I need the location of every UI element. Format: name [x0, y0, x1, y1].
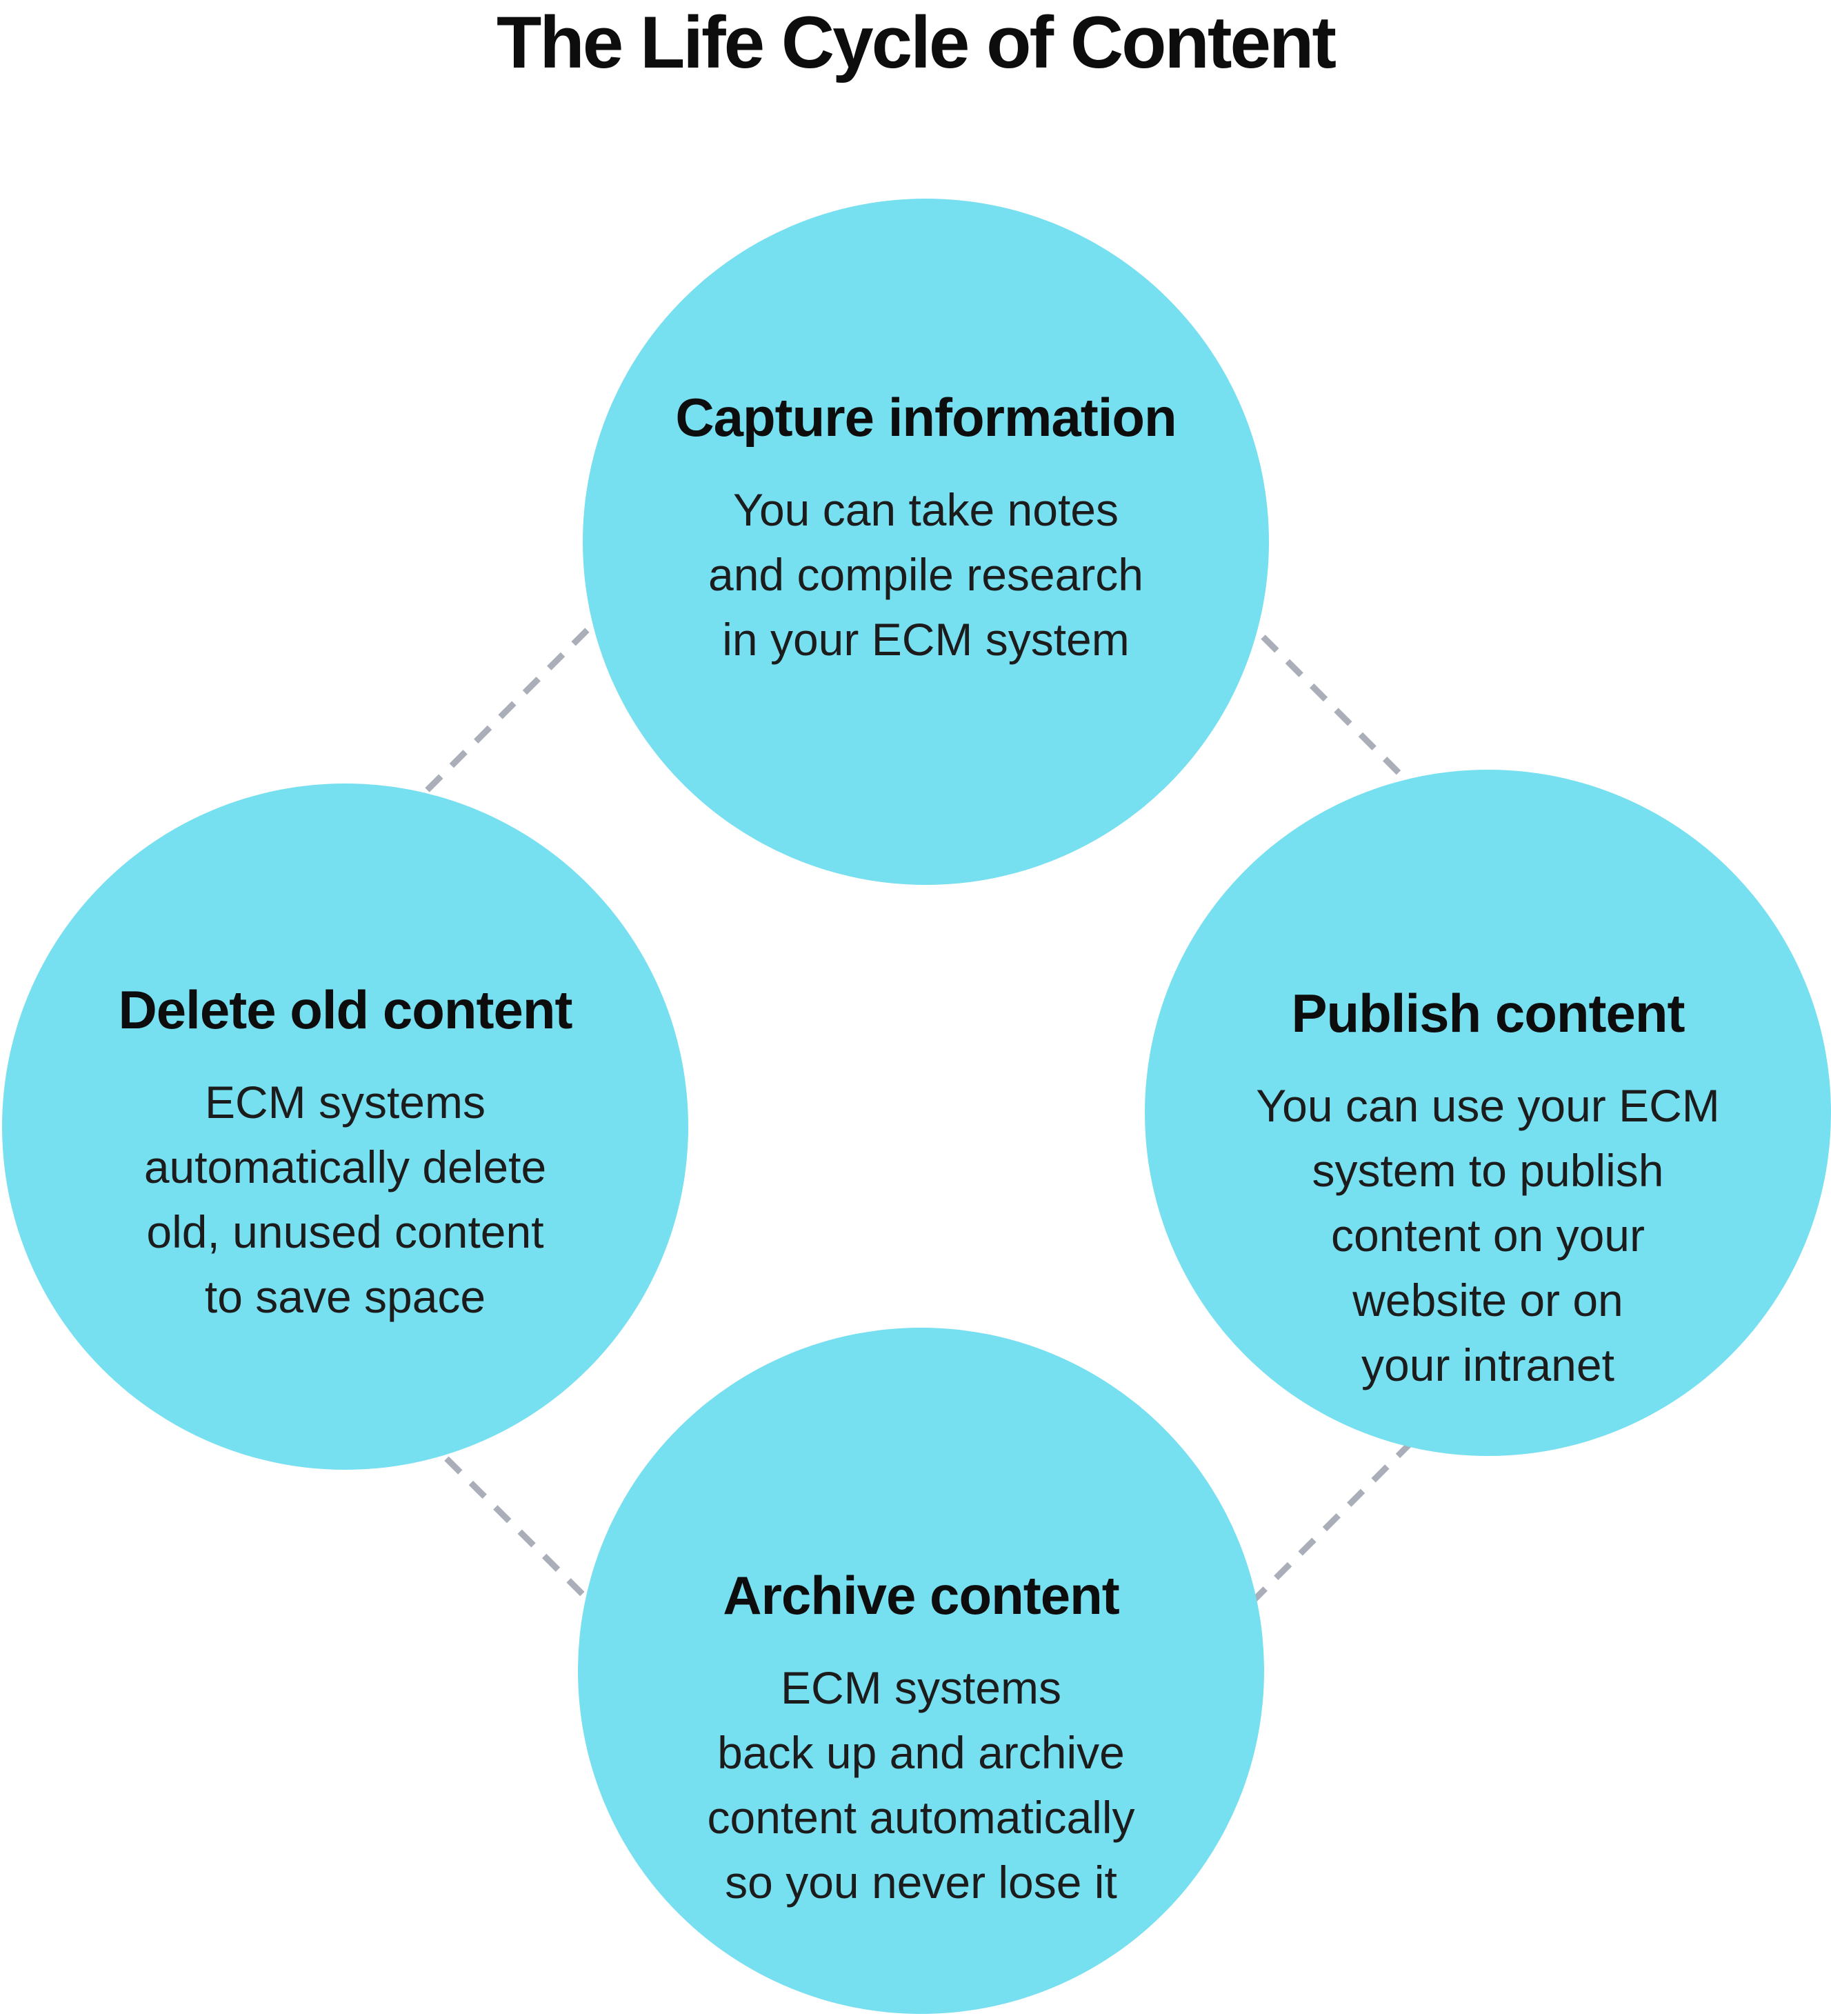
description-line: You can use your ECM: [1256, 1080, 1720, 1132]
description-line: and compile research: [708, 549, 1143, 601]
description-line: back up and archive: [717, 1727, 1125, 1779]
description-line: website or on: [1352, 1275, 1623, 1326]
description-line: your intranet: [1361, 1339, 1614, 1391]
node-text-block: Publish content You can use your ECM sys…: [1256, 983, 1720, 1398]
node-text-block: Archive content ECM systems back up and …: [707, 1565, 1134, 1915]
node-description: You can use your ECM system to publish c…: [1256, 1073, 1720, 1397]
description-line: in your ECM system: [722, 614, 1130, 666]
description-line: ECM systems: [780, 1662, 1061, 1714]
page-title: The Life Cycle of Content: [496, 1, 1337, 83]
node-heading: Capture information: [675, 386, 1177, 448]
description-line: system to publish: [1312, 1145, 1664, 1197]
description-line: content on your: [1331, 1210, 1645, 1261]
description-line: old, unused content: [146, 1206, 544, 1258]
description-line: content automatically: [707, 1792, 1135, 1844]
node-description: ECM systems automatically delete old, un…: [118, 1070, 572, 1329]
cycle-node-archive-content: Archive content ECM systems back up and …: [578, 1328, 1264, 2014]
cycle-node-publish-content: Publish content You can use your ECM sys…: [1145, 770, 1831, 1456]
node-description: ECM systems back up and archive content …: [707, 1655, 1134, 1915]
cycle-node-capture-information: Capture information You can take notes a…: [583, 199, 1269, 885]
description-line: so you never lose it: [725, 1857, 1117, 1908]
node-heading: Publish content: [1291, 982, 1685, 1044]
node-heading: Delete old content: [118, 979, 572, 1040]
cycle-node-delete-old-content: Delete old content ECM systems automatic…: [2, 784, 688, 1470]
node-text-block: Capture information You can take notes a…: [675, 386, 1177, 672]
description-line: to save space: [204, 1271, 486, 1323]
node-heading: Archive content: [723, 1564, 1119, 1626]
description-line: ECM systems: [204, 1077, 486, 1128]
node-text-block: Delete old content ECM systems automatic…: [118, 979, 572, 1330]
node-description: You can take notes and compile research …: [675, 477, 1176, 672]
description-line: You can take notes: [732, 484, 1119, 536]
description-line: automatically delete: [143, 1141, 547, 1193]
